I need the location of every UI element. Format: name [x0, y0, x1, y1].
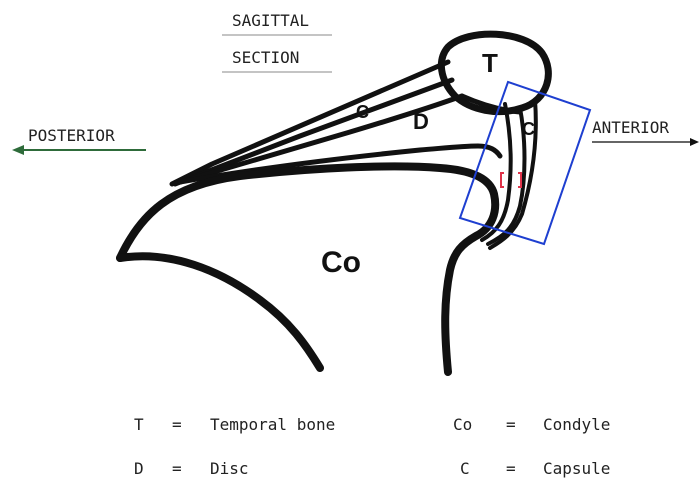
legend-item-disc: D = Disc — [134, 459, 249, 478]
anterior-arrow-head — [690, 138, 699, 146]
anatomy-outlines — [120, 34, 548, 372]
legend-abbr: C — [460, 459, 470, 478]
red-marker-left — [501, 173, 504, 187]
legend-eq: = — [506, 459, 516, 478]
posterior-label: POSTERIOR — [28, 126, 115, 145]
anterior-direction: ANTERIOR — [592, 118, 699, 146]
posterior-arrow-head — [12, 145, 24, 155]
label-temporal: T — [482, 48, 498, 78]
legend-abbr: D — [134, 459, 144, 478]
condyle-neck-outline — [120, 256, 320, 368]
posterior-direction: POSTERIOR — [12, 126, 146, 155]
label-capsule-right: C — [522, 119, 535, 139]
legend-eq: = — [172, 415, 182, 434]
label-condyle: Co — [321, 246, 361, 279]
label-disc: D — [413, 109, 429, 134]
legend-desc: Condyle — [543, 415, 610, 434]
title-line-2: SECTION — [232, 48, 299, 67]
legend-desc: Capsule — [543, 459, 610, 478]
legend-desc: Temporal bone — [210, 415, 335, 434]
legend-abbr: T — [134, 415, 144, 434]
legend-eq: = — [172, 459, 182, 478]
title-line-1: SAGITTAL — [232, 11, 309, 30]
legend-abbr: Co — [453, 415, 472, 434]
anterior-label: ANTERIOR — [592, 118, 669, 137]
legend: T = Temporal bone Co = Condyle D = Disc … — [134, 415, 610, 478]
legend-eq: = — [506, 415, 516, 434]
legend-item-capsule: C = Capsule — [460, 459, 610, 478]
legend-item-temporal: T = Temporal bone — [134, 415, 335, 434]
legend-desc: Disc — [210, 459, 249, 478]
title: SAGITTAL SECTION — [222, 11, 332, 72]
condyle-outline — [120, 166, 495, 372]
label-capsule-left: C — [356, 102, 369, 122]
red-marker-right — [518, 173, 521, 187]
legend-item-condyle: Co = Condyle — [453, 415, 610, 434]
